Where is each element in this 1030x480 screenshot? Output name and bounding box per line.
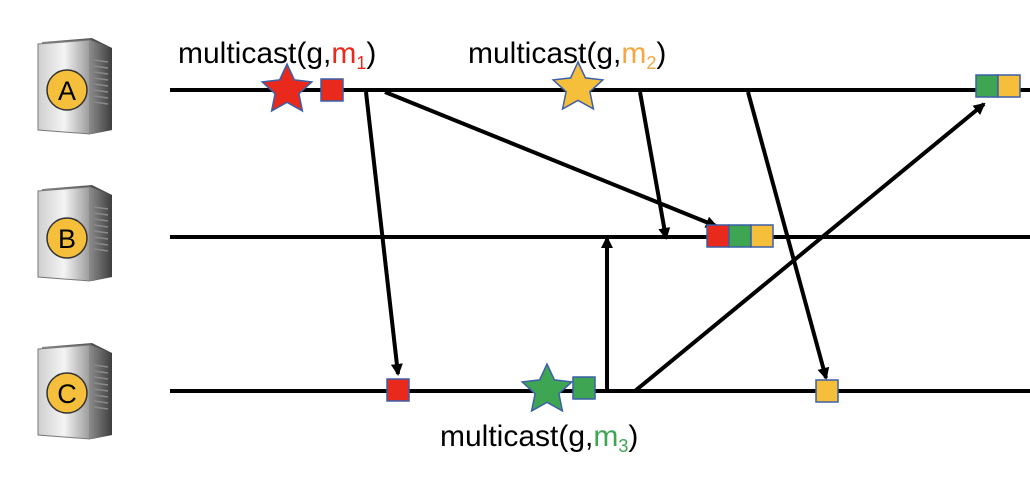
- badge-circle: [46, 217, 88, 259]
- message-square-icon: [572, 376, 596, 400]
- server-icon: [37, 38, 112, 135]
- label-multicast-m2: multicast(g,m2): [468, 37, 666, 73]
- message-square-icon: [320, 78, 344, 102]
- badge-circle: [46, 372, 88, 414]
- arrow-m2-to-b: [638, 91, 671, 240]
- arrow-m2-to-c: [746, 91, 830, 380]
- arrow-m3-to-a: [633, 102, 986, 393]
- star-icon: [551, 60, 605, 111]
- message-square-icon: [997, 74, 1021, 98]
- label-multicast-m1: multicast(g,m1): [178, 37, 376, 73]
- star-icon: [260, 62, 314, 113]
- message-square-icon: [728, 224, 752, 248]
- process-badge-a: A: [46, 69, 88, 111]
- message-square-icon: [386, 378, 410, 402]
- message-square-icon: [815, 379, 839, 403]
- arrow-m1-to-b: [384, 90, 718, 228]
- arrow-m1-to-c: [364, 91, 403, 376]
- message-square-icon: [750, 224, 774, 248]
- process-badge-c: C: [46, 372, 88, 414]
- process-label-a: A: [58, 76, 76, 106]
- star-icon: [520, 362, 574, 413]
- message-square-icon: [706, 224, 730, 248]
- process-label-b: B: [58, 224, 76, 254]
- process-label-c: C: [57, 379, 77, 409]
- message-square-icon: [975, 74, 999, 98]
- process-badge-b: B: [46, 217, 88, 259]
- badge-circle: [46, 69, 88, 111]
- label-multicast-m3: multicast(g,m3): [440, 420, 638, 456]
